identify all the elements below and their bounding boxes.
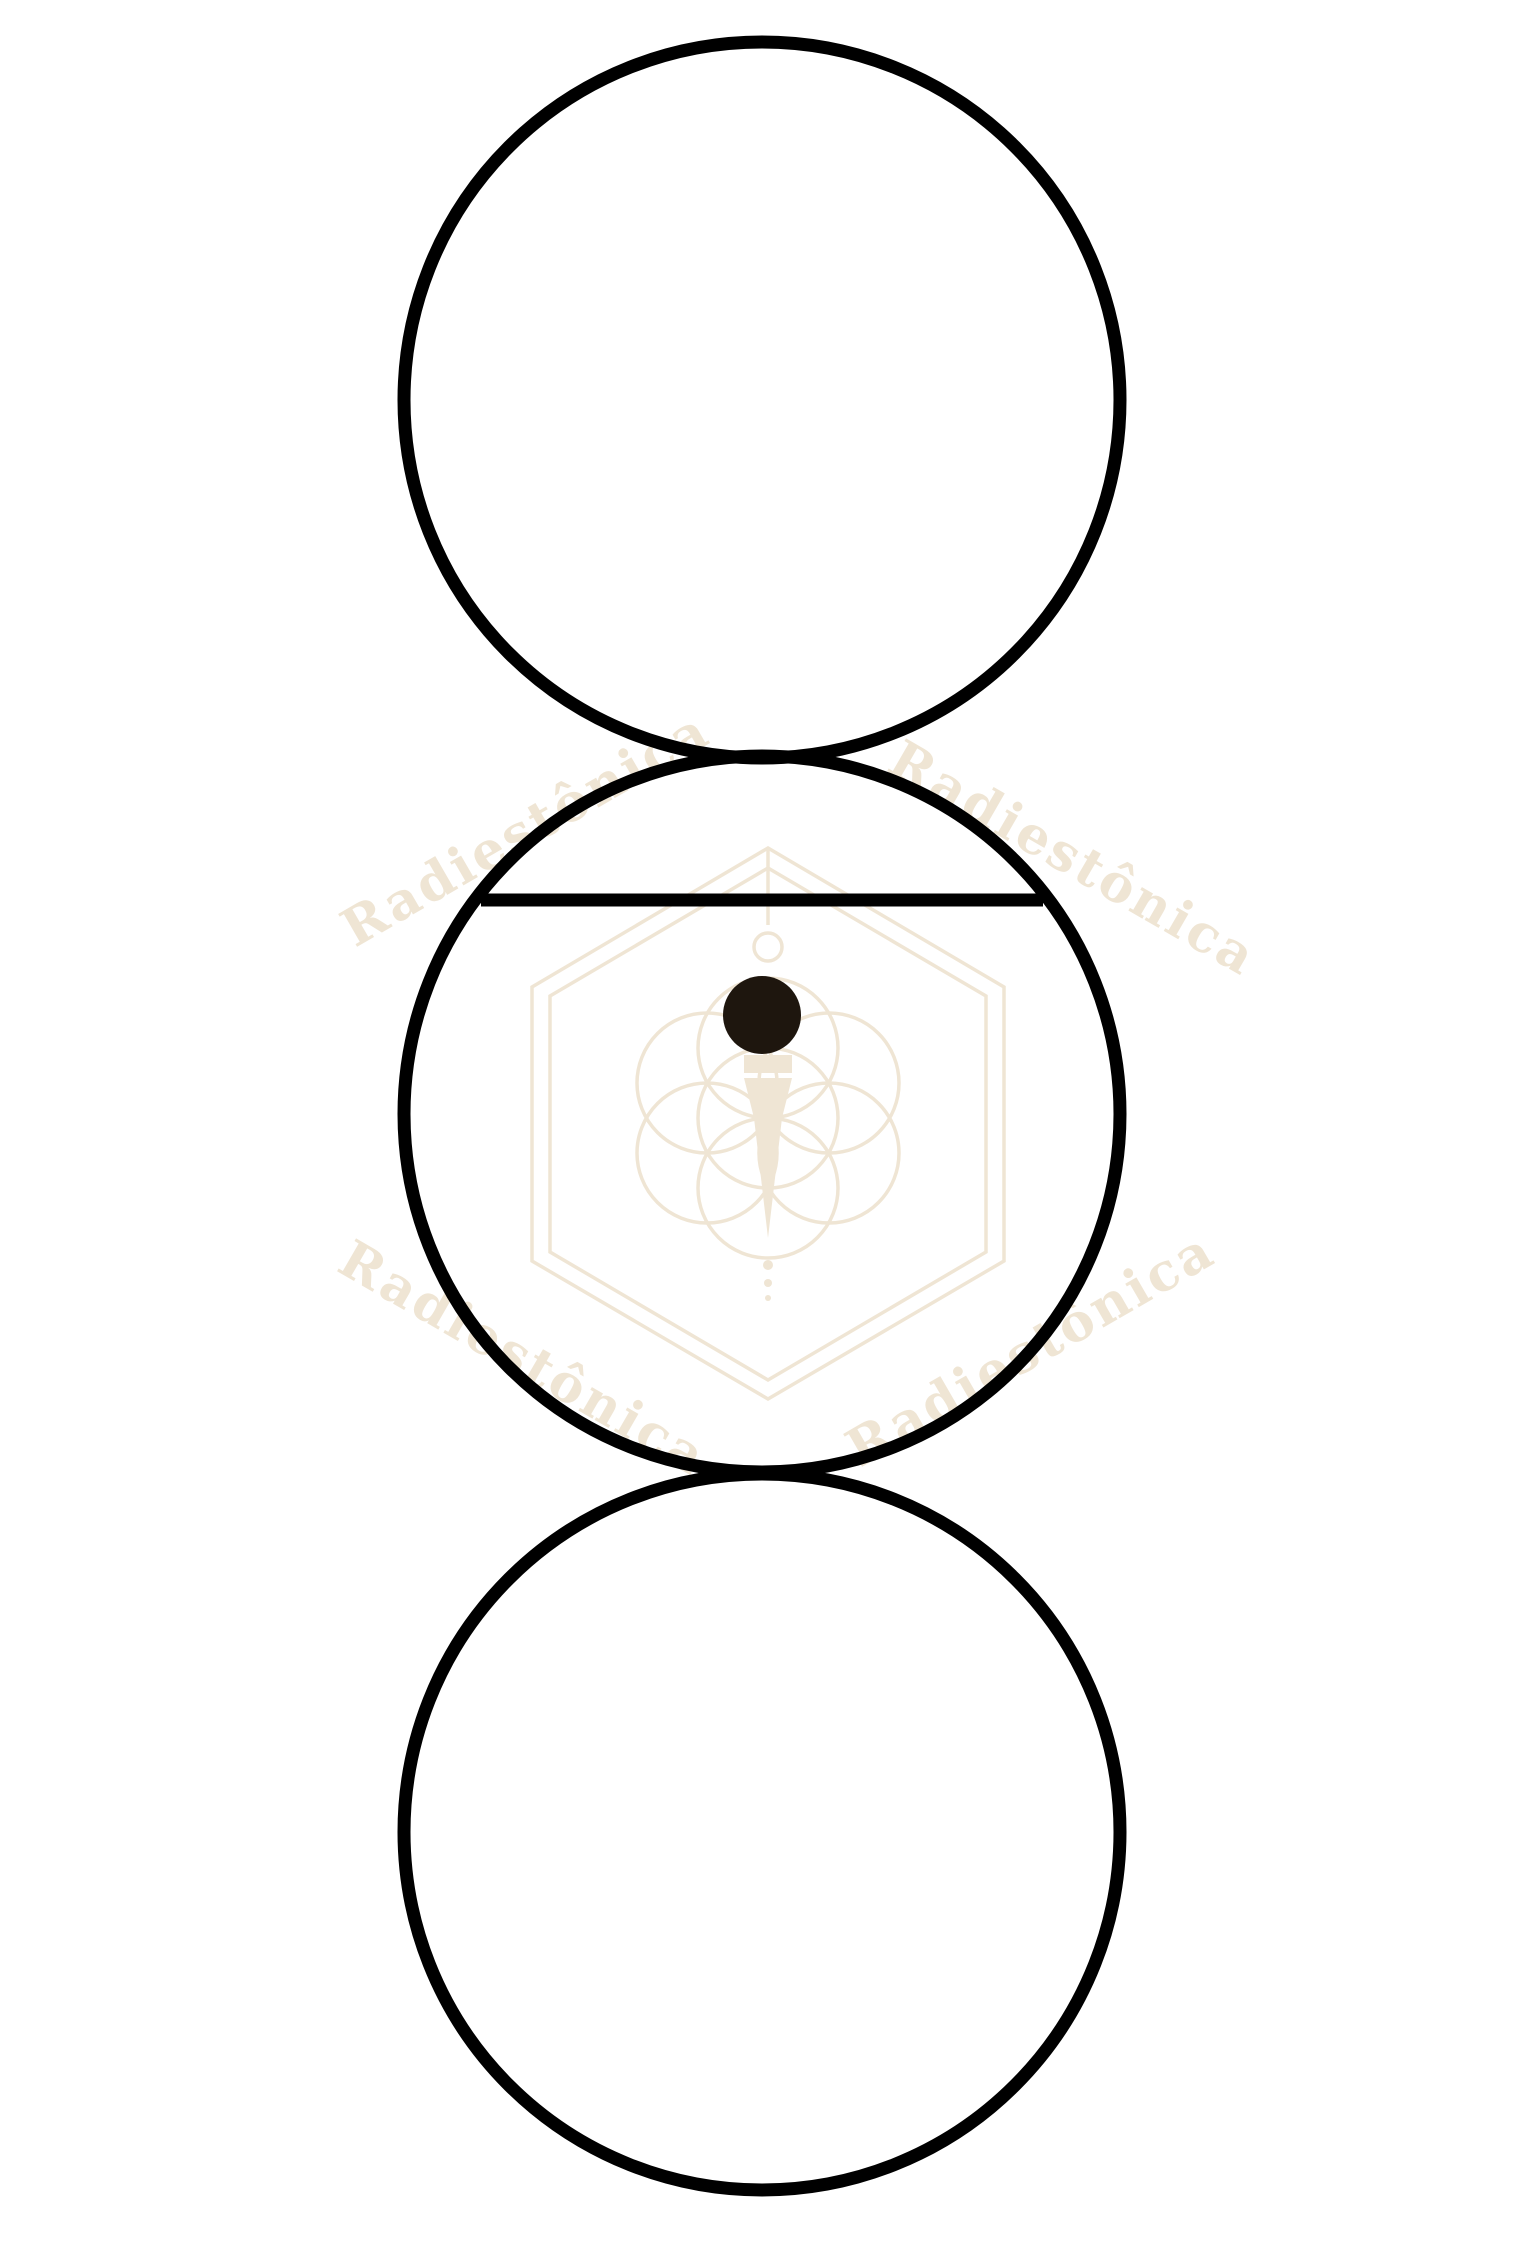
diagram-shapes: [397, 35, 1127, 2197]
center-dot: [723, 976, 801, 1054]
watermark-hexagon-inner: [548, 865, 988, 1383]
watermark-hexagon-outer: [530, 845, 1006, 1402]
bottom-circle: [397, 1467, 1127, 2197]
pendulum-icon: [744, 848, 792, 1301]
flower-of-life-icon: [635, 976, 901, 1260]
watermark-logo-icon: [530, 845, 1006, 1402]
